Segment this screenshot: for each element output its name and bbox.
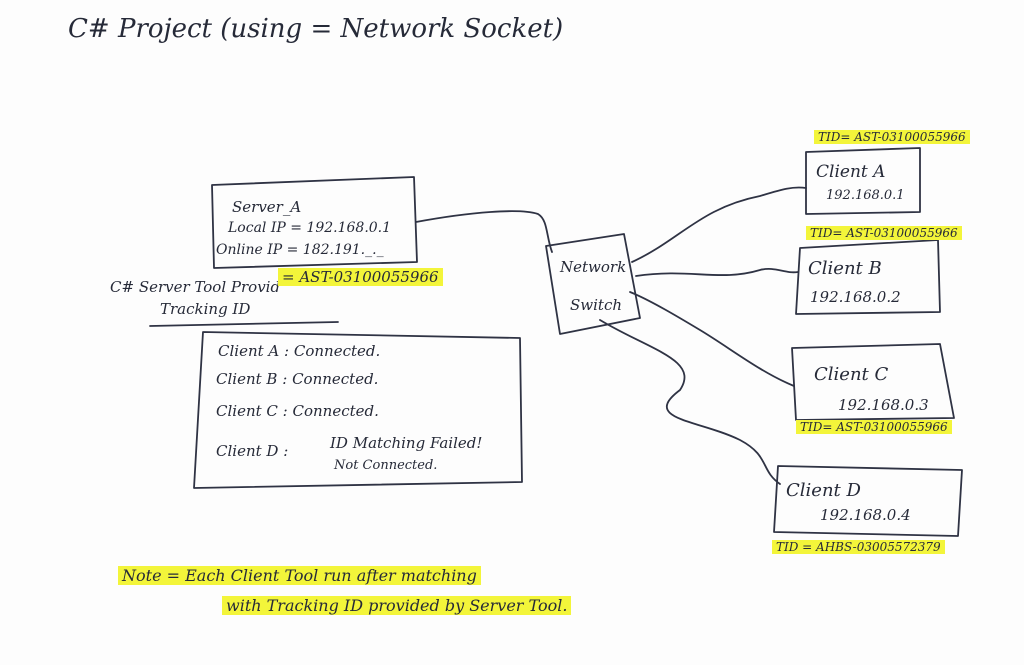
client-d-box	[773, 465, 963, 537]
client-d-tid: TID = AHBS-03005572379	[772, 540, 945, 554]
tracking-id: = AST-03100055966	[278, 268, 443, 286]
client-c-ip: 192.168.0.3	[838, 396, 929, 414]
client-b-tid: TID= AST-03100055966	[806, 226, 962, 240]
status-row-b: Client B : Connected.	[216, 370, 378, 388]
status-d-text: ID Matching Failed!	[330, 434, 483, 452]
client-d-name: Client D	[786, 480, 861, 501]
client-d-ip: 192.168.0.4	[820, 506, 911, 524]
server-online-ip: Online IP = 182.191._._	[216, 242, 384, 258]
client-a-name: Client A	[816, 162, 886, 182]
client-a-box	[805, 147, 921, 215]
tracking-label-1: C# Server Tool Provid	[110, 278, 281, 296]
wire-switch-client-b	[635, 268, 799, 277]
client-a-ip: 192.168.0.1	[826, 188, 905, 203]
status-text: Connected.	[293, 342, 381, 360]
client-b-box	[795, 239, 941, 315]
note-line-1-highlight: Note = Each Client Tool run after matchi…	[118, 566, 481, 585]
wire-switch-client-d	[599, 319, 781, 485]
server-local-ip: Local IP = 192.168.0.1	[228, 220, 392, 236]
status-text: Connected.	[292, 370, 379, 388]
status-sep: :	[283, 442, 289, 460]
wire-switch-client-c	[629, 291, 795, 387]
client-a-tid: TID= AST-03100055966	[814, 130, 970, 144]
status-text: Connected.	[292, 402, 379, 420]
status-row-a: Client A : Connected.	[218, 342, 380, 360]
wire-switch-client-a	[631, 186, 807, 263]
tracking-label-2: Tracking ID	[160, 300, 251, 318]
status-sep: :	[282, 402, 288, 420]
client-c-tid: TID= AST-03100055966	[796, 420, 952, 434]
client-a-tid-highlight: TID= AST-03100055966	[814, 130, 970, 144]
status-sep: :	[284, 342, 290, 360]
client-c-box	[791, 343, 955, 421]
server-name: Server_A	[232, 198, 302, 216]
client-b-ip: 192.168.0.2	[810, 288, 901, 306]
status-d-sub: Not Connected.	[334, 458, 438, 473]
note-line-2: with Tracking ID provided by Server Tool…	[222, 596, 572, 615]
status-row-d: Client D :	[216, 442, 288, 460]
switch-label-2: Switch	[570, 296, 623, 314]
status-client-name: Client C	[216, 402, 278, 420]
status-client-name: Client A	[218, 342, 280, 360]
client-b-name: Client B	[808, 258, 882, 279]
tracking-id-highlight: = AST-03100055966	[278, 268, 443, 286]
client-d-tid-highlight: TID = AHBS-03005572379	[772, 540, 945, 554]
status-row-c: Client C : Connected.	[216, 402, 379, 420]
switch-box	[545, 233, 641, 335]
status-client-name: Client B	[216, 370, 278, 388]
switch-label-1: Network	[560, 258, 627, 276]
note-line-2-highlight: with Tracking ID provided by Server Tool…	[222, 596, 572, 615]
status-client-name: Client D	[216, 442, 279, 460]
client-b-tid-highlight: TID= AST-03100055966	[806, 226, 962, 240]
client-c-name: Client C	[814, 364, 889, 385]
note-line-1: Note = Each Client Tool run after matchi…	[118, 566, 481, 585]
wire-server-switch	[415, 210, 553, 253]
page-title: C# Project (using = Network Socket)	[68, 14, 564, 44]
client-c-tid-highlight: TID= AST-03100055966	[796, 420, 952, 434]
tracking-underline	[149, 321, 339, 327]
server-box	[211, 176, 418, 269]
status-box	[193, 331, 523, 489]
status-sep: :	[282, 370, 288, 388]
